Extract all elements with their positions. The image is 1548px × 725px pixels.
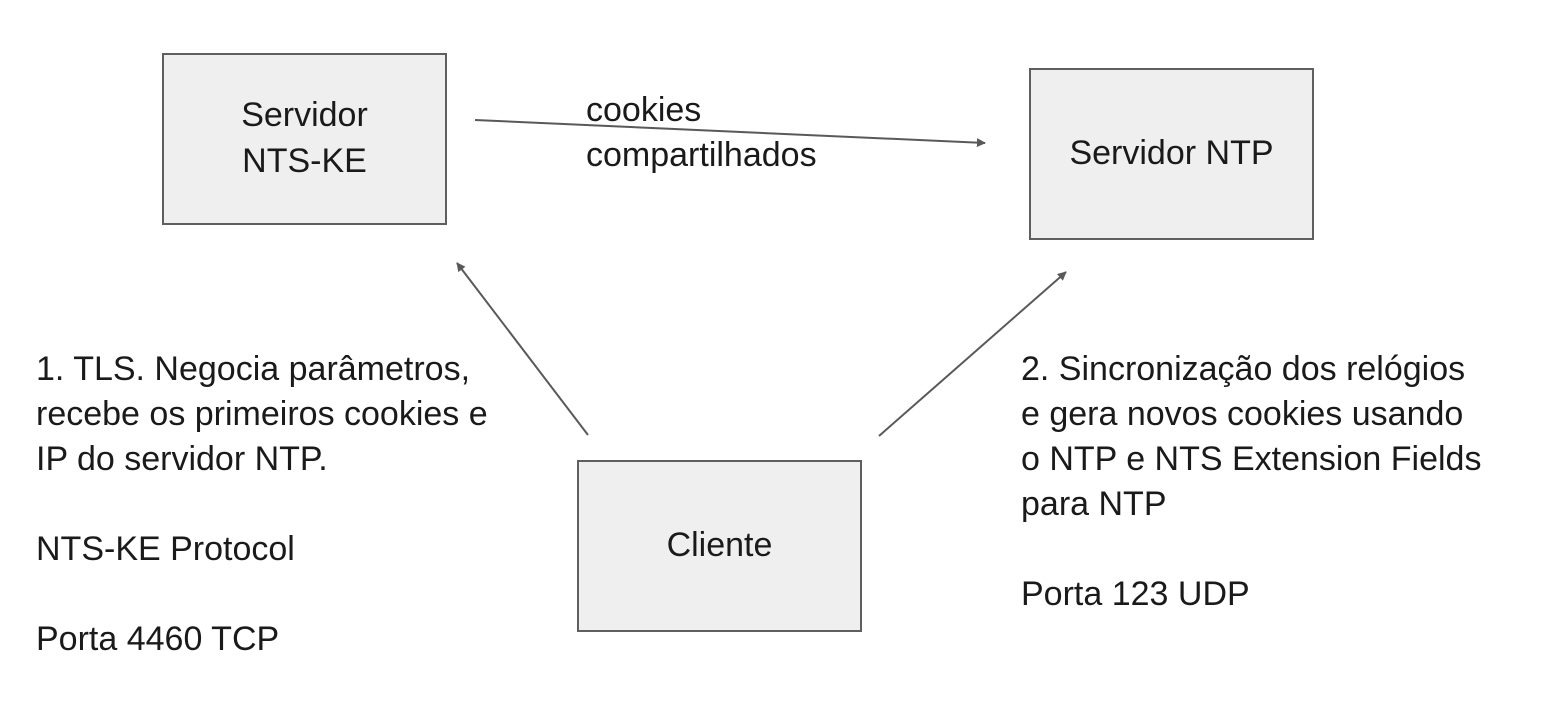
shared-cookies-label: cookies compartilhados: [586, 88, 817, 178]
ntp-note-line-1: 2. Sincronização dos relógios: [1021, 350, 1466, 388]
ntp-server-label: Servidor NTP: [1069, 134, 1274, 173]
ntp-note: 2. Sincronização dos relógios e gera nov…: [1021, 347, 1481, 617]
ntp-note-line-4: para NTP: [1021, 485, 1167, 523]
ntp-port-text: Porta 123 UDP: [1021, 575, 1250, 613]
spacer: [36, 572, 488, 617]
nts-ke-note-line-3: IP do servidor NTP.: [36, 440, 328, 478]
ntp-note-line-2: e gera novos cookies usando: [1021, 395, 1464, 433]
arrow-kex-to-ntp: [474, 119, 986, 148]
nts-ke-note-line-2: recebe os primeiros cookies e: [36, 395, 488, 433]
ntp-note-line-3: o NTP e NTS Extension Fields: [1021, 440, 1482, 478]
nts-ke-protocol-text: NTS-KE Protocol: [36, 530, 295, 568]
nts-ke-server-box: Servidor NTS-KE: [162, 53, 447, 225]
arrow-client-to-kex: [456, 262, 589, 436]
nts-ke-note: 1. TLS. Negocia parâmetros, recebe os pr…: [36, 347, 488, 662]
shared-cookies-line-1: cookies: [586, 91, 702, 129]
client-label: Cliente: [666, 526, 773, 565]
nts-ke-server-label: Servidor NTS-KE: [241, 96, 368, 180]
shared-cookies-line-2: compartilhados: [586, 136, 817, 174]
arrow-client-to-ntp: [878, 271, 1067, 437]
client-box: Cliente: [577, 460, 862, 632]
spacer: [36, 482, 488, 527]
ntp-server-box: Servidor NTP: [1029, 68, 1314, 240]
spacer: [1021, 527, 1481, 572]
nts-ke-note-line-1: 1. TLS. Negocia parâmetros,: [36, 350, 471, 388]
nts-ke-port-text: Porta 4460 TCP: [36, 620, 280, 658]
